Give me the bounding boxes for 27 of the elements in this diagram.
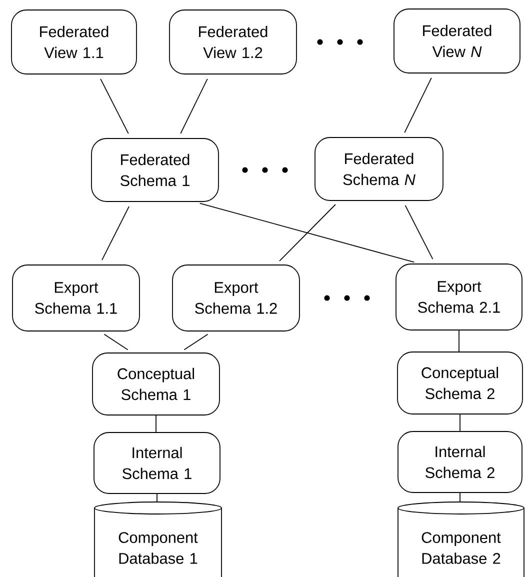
connector-line	[104, 334, 128, 350]
schema-box: Export Schema 2.1	[396, 264, 522, 330]
schema-box: Export Schema 1.1	[12, 264, 140, 332]
node-label: Component Database 1	[118, 532, 198, 564]
connector-line	[100, 78, 129, 134]
connector-line	[458, 330, 460, 352]
schema-box: Internal Schema 2	[398, 431, 522, 493]
node-label: Component Database 2	[422, 532, 501, 564]
schema-box: Conceptual Schema 2	[397, 352, 523, 414]
schema-box: Federated View 1.1	[11, 10, 137, 74]
schema-box: Federated Schema N	[314, 137, 444, 201]
connector-line	[404, 77, 432, 133]
connector-line	[180, 78, 208, 134]
schema-box: Conceptual Schema 1	[92, 352, 220, 416]
schema-box: Internal Schema 1	[94, 432, 220, 494]
schema-box: Federated View N	[394, 8, 520, 74]
connector-line	[156, 494, 158, 502]
connector-line	[279, 204, 336, 262]
schema-box: Export Schema 1.2	[172, 264, 300, 332]
connector-line	[404, 204, 434, 260]
schema-box: Federated View 1.2	[169, 10, 297, 74]
connector-line	[199, 202, 415, 263]
schema-box: Federated Schema 1	[91, 138, 219, 202]
database-cylinder: Component Database 1	[94, 502, 222, 577]
connector-line	[184, 334, 208, 350]
connector-line	[102, 206, 130, 261]
database-cylinder: Component Database 2	[398, 502, 524, 577]
